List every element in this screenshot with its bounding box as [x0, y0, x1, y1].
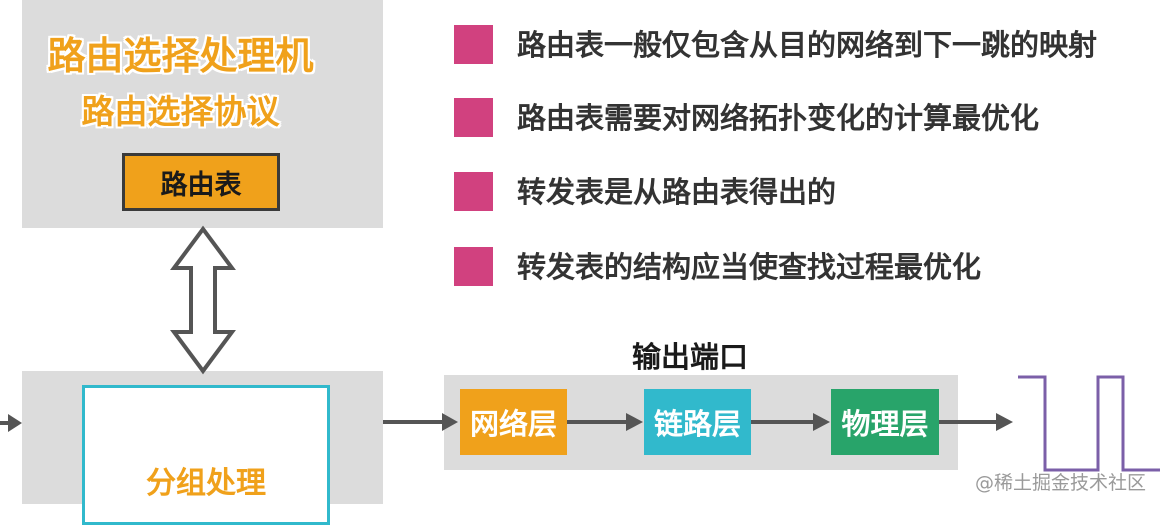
packet-processing-label: 分组处理 — [146, 466, 266, 501]
arrow-to-link-layer — [567, 413, 643, 431]
link-layer-box: 链路层 — [644, 389, 751, 455]
bullet-text: 转发表是从路由表得出的 — [517, 175, 837, 209]
output-port-title: 输出端口 — [632, 340, 749, 374]
arrow-to-network-layer — [383, 413, 458, 431]
arrow-to-physical-layer — [751, 413, 830, 431]
bullet-text: 路由表一般仅包含从目的网络到下一跳的映射 — [517, 28, 1098, 62]
packet-processing-box — [82, 385, 330, 525]
bullet-marker — [454, 25, 493, 64]
outgoing-arrow — [939, 413, 1013, 431]
diagram-connectors — [0, 225, 1160, 472]
incoming-arrow — [0, 414, 22, 432]
watermark: @稀土掘金技术社区 — [975, 472, 1147, 494]
bullet-marker — [454, 247, 493, 286]
signal-waveform — [1018, 375, 1160, 472]
bullet-text: 路由表需要对网络拓扑变化的计算最优化 — [517, 101, 1040, 135]
bullet-text: 转发表的结构应当使查找过程最优化 — [517, 250, 982, 284]
routing-table-box: 路由表 — [122, 153, 280, 211]
bullet-marker — [454, 172, 493, 211]
routing-protocol-label: 路由选择协议 — [81, 92, 280, 131]
physical-layer-box: 物理层 — [831, 389, 939, 455]
bullet-marker — [454, 98, 493, 137]
routing-processor-title: 路由选择处理机 — [47, 34, 314, 78]
double-arrow — [170, 225, 236, 375]
network-layer-box: 网络层 — [460, 389, 567, 455]
